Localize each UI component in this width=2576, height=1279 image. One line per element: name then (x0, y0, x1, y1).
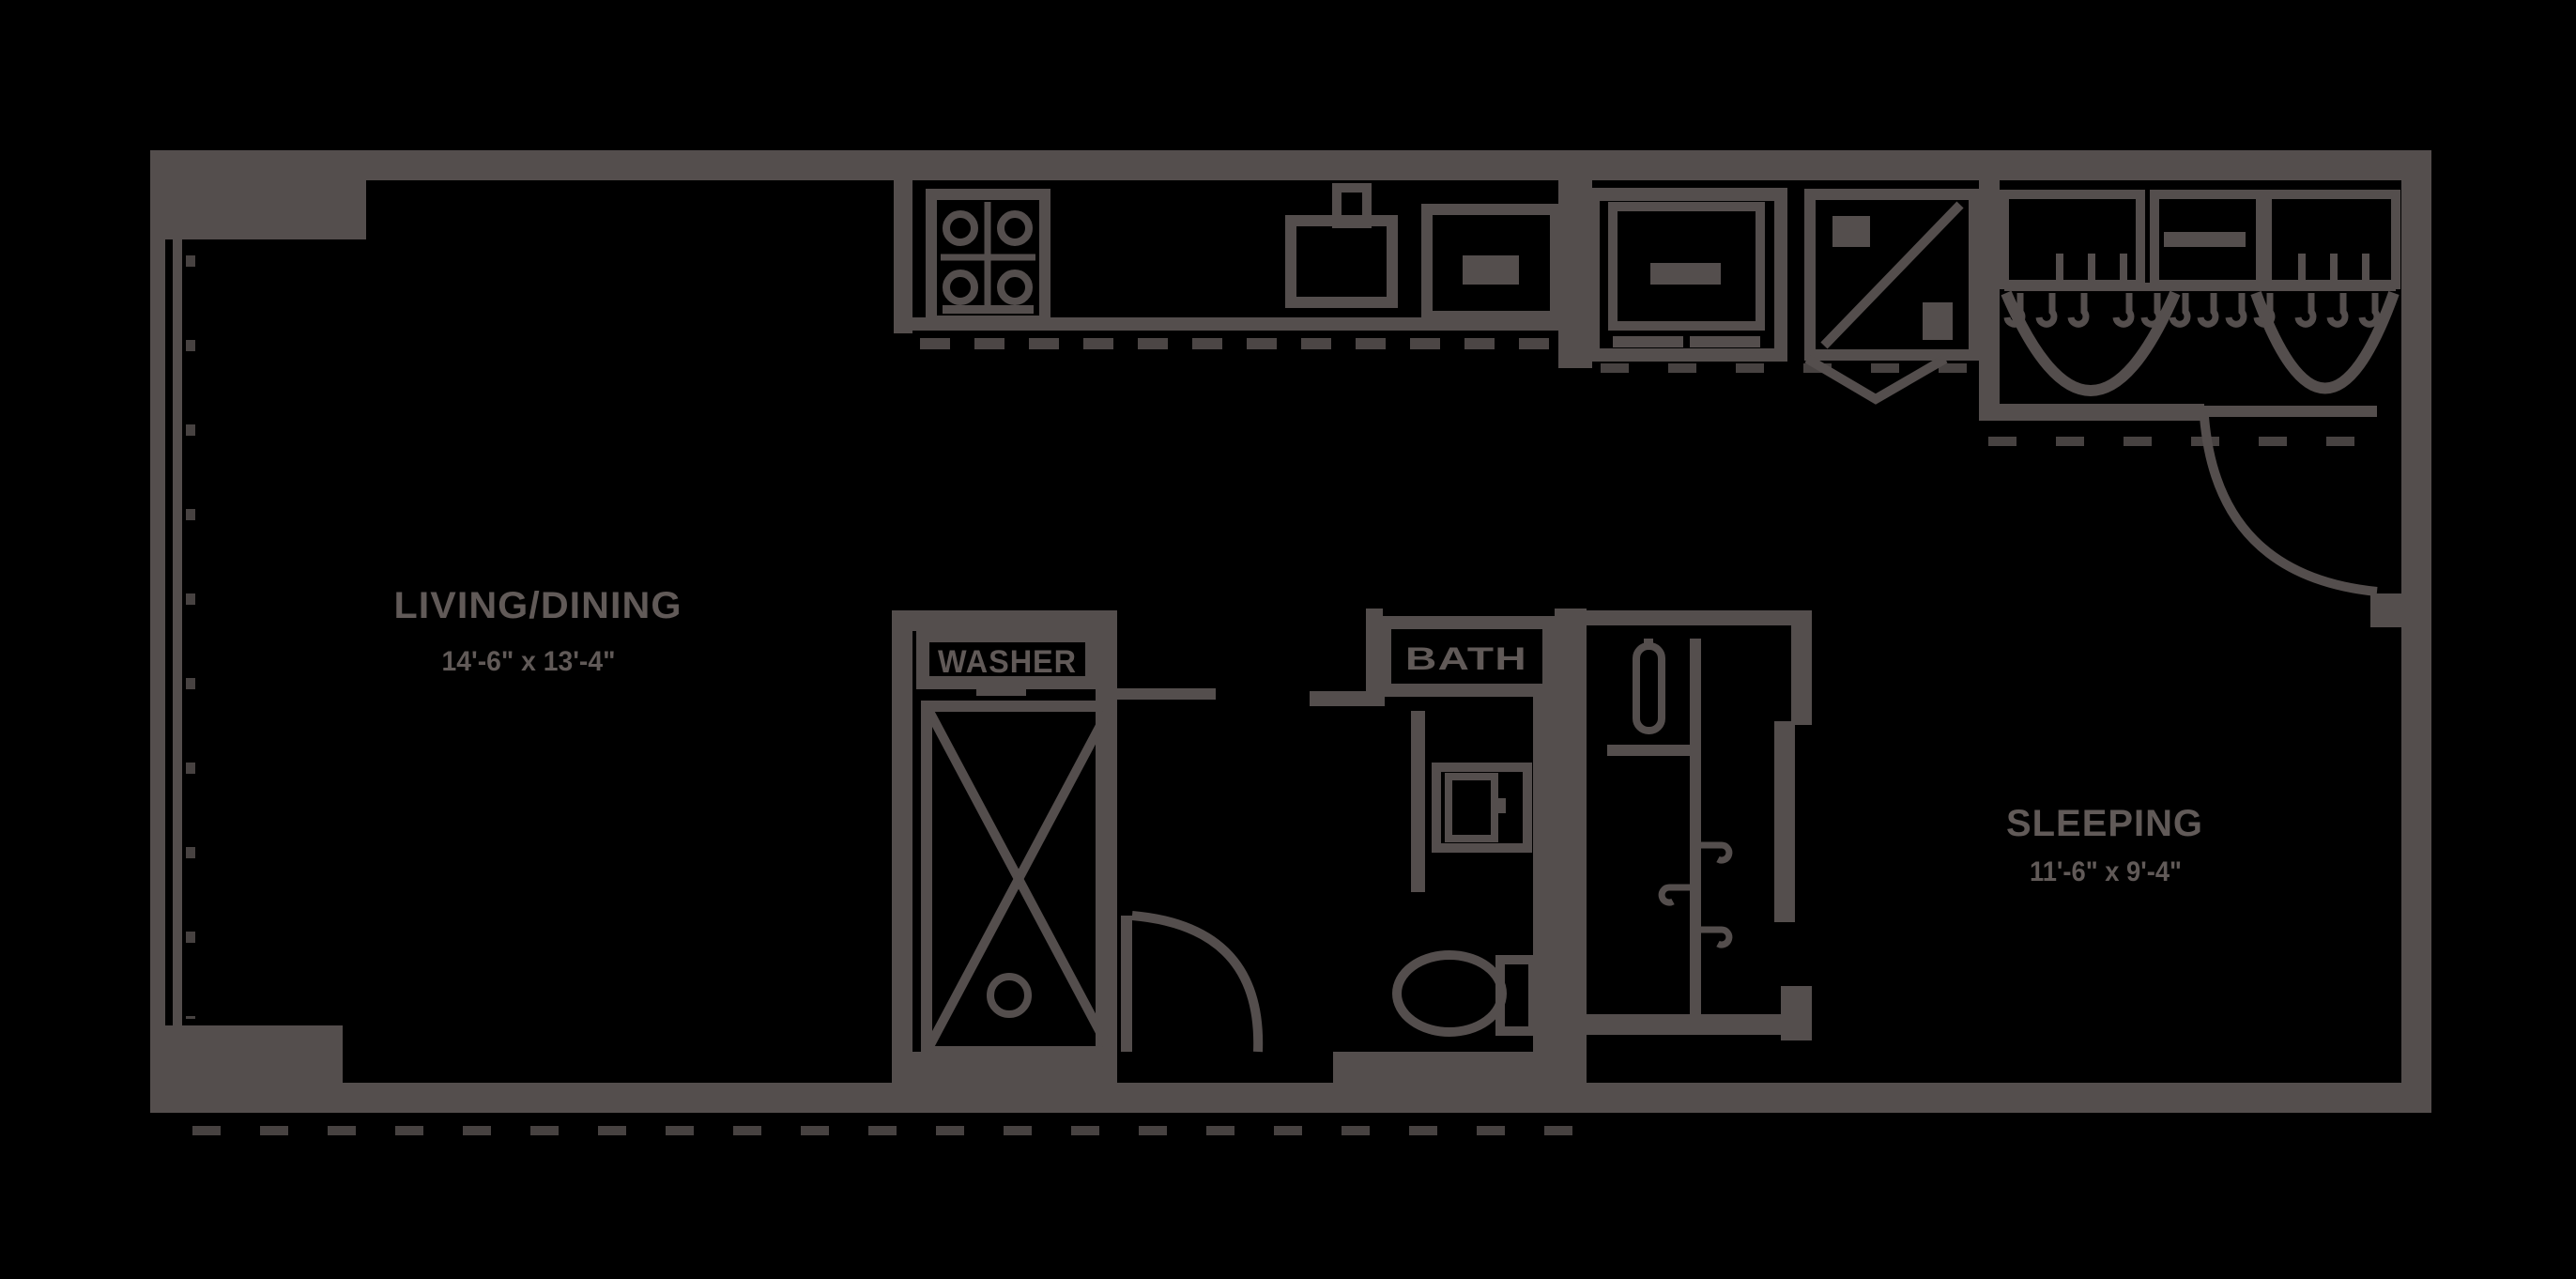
shower-closet-icon (1804, 189, 1980, 405)
toilet-icon (1392, 950, 1538, 1037)
washer-label-box (916, 629, 1098, 689)
vanity-sink-icon (1432, 763, 1532, 853)
kitchen-sink-icon (1285, 183, 1398, 308)
clothes-hanger-icon (2007, 254, 2377, 324)
sleeping-label: SLEEPING (2006, 803, 2203, 844)
clothes-hanger-icon (1658, 841, 1733, 948)
dishwasher-icon (1421, 204, 1561, 322)
bifold-door-icon (1804, 354, 1948, 405)
exterior-walls (150, 150, 2431, 1113)
garment-arc-right (2250, 290, 2400, 394)
counter-edge (894, 317, 1588, 331)
entry-closets (1979, 180, 2401, 627)
hall-closet (1555, 609, 1812, 1040)
washer-label: WASHER (938, 644, 1077, 680)
bath-label-box (1378, 616, 1556, 697)
kitchen (894, 180, 1980, 405)
entry-door-swing-icon (2200, 406, 2401, 627)
closet-rod-icon (2004, 283, 2396, 291)
bath-label: BATH (1405, 641, 1527, 677)
closet-divider (1607, 745, 1701, 756)
washer-dryer-closet: WASHER (892, 610, 1117, 1089)
room-labels: LIVING/DINING 14'-6" x 13'-4" SLEEPING 1… (394, 585, 2203, 887)
wall-block-top-left (150, 150, 366, 239)
garment-arc-left (2001, 290, 2181, 396)
washer-dryer-icon (921, 701, 1116, 1057)
window (150, 239, 195, 1025)
closet-rod-icon (1690, 639, 1701, 1014)
vanity-wall (1411, 711, 1425, 892)
stove-icon (926, 189, 1050, 327)
kitchen-wall-stub (894, 180, 912, 333)
water-heater-icon (1633, 639, 1665, 734)
wall-block-bottom-left (150, 1025, 343, 1113)
closet-shelf-icon (2150, 190, 2265, 289)
living-dining-label: LIVING/DINING (394, 585, 682, 626)
bathroom: BATH (1117, 609, 1587, 1089)
refrigerator-icon (1587, 188, 1787, 362)
bathroom-door-swing-icon (1121, 911, 1264, 1053)
living-dining-dimensions: 14'-6" x 13'-4" (442, 646, 616, 677)
sleeping-dimensions: 11'-6" x 9'-4" (2030, 856, 2182, 887)
